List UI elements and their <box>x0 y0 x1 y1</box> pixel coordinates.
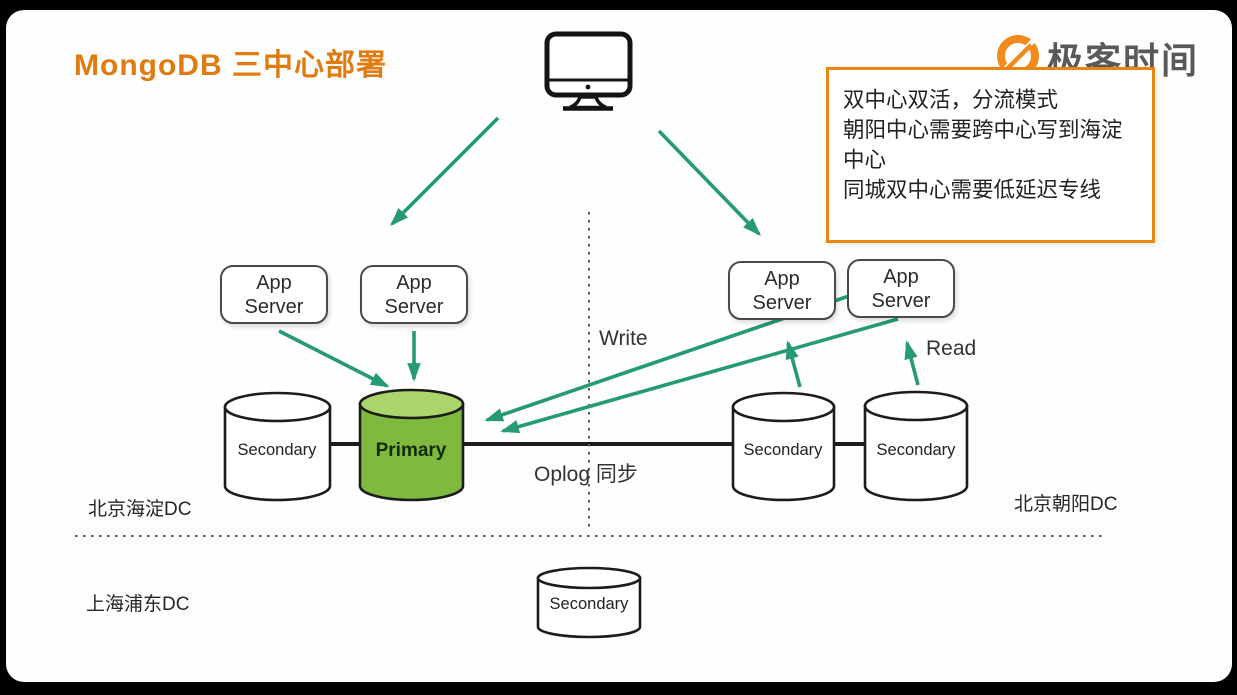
desktop-monitor-icon <box>544 31 633 111</box>
app-server-label: App Server <box>752 267 812 314</box>
db-label-secondary-5: Secondary <box>549 595 629 613</box>
note-line: 双中心双活，分流模式 <box>843 88 1059 112</box>
app-server-box-3: App Server <box>728 261 836 320</box>
db-label-secondary-1: Secondary <box>237 441 317 459</box>
dc-label-haidian: 北京海淀DC <box>88 499 192 520</box>
note-line: 同城双中心需要低延迟专线 <box>843 178 1102 202</box>
db-label-primary: Primary <box>375 440 447 461</box>
arrow-secondary4-read-to-app4 <box>904 340 920 386</box>
arrow-chaoyang-write-to-primary-2 <box>500 317 899 434</box>
arrow-client-to-chaoyang <box>657 129 761 237</box>
db-label-secondary-4: Secondary <box>876 441 956 459</box>
write-label: Write <box>599 327 648 350</box>
arrow-secondary3-read-to-app3 <box>785 340 802 388</box>
read-label: Read <box>926 337 977 360</box>
db-label-secondary-3: Secondary <box>743 441 823 459</box>
dc-label-chaoyang: 北京朝阳DC <box>1014 494 1118 515</box>
note-line: 朝阳中心需要跨中心写到海淀中心 <box>843 118 1123 172</box>
app-server-label: App Server <box>244 271 304 318</box>
arrow-client-to-haidian <box>390 116 500 226</box>
dc-label-pudong: 上海浦东DC <box>86 594 190 615</box>
app-server-label: App Server <box>871 265 931 312</box>
app-server-box-4: App Server <box>847 259 955 318</box>
db-cylinder-secondary-5 <box>536 566 642 639</box>
oplog-label: Oplog 同步 <box>534 463 638 486</box>
arrow-app1-to-primary <box>278 329 390 388</box>
db-cylinder-secondary-3 <box>731 391 836 502</box>
db-cylinder-secondary-4 <box>863 390 969 502</box>
note-box: 双中心双活，分流模式 朝阳中心需要跨中心写到海淀中心 同城双中心需要低延迟专线 <box>826 67 1155 243</box>
app-server-label: App Server <box>384 271 444 318</box>
app-server-box-1: App Server <box>220 265 328 324</box>
page-title: MongoDB 三中心部署 <box>74 49 387 82</box>
app-server-box-2: App Server <box>360 265 468 324</box>
db-cylinder-secondary-1 <box>223 391 332 502</box>
db-cylinder-primary <box>358 388 465 502</box>
